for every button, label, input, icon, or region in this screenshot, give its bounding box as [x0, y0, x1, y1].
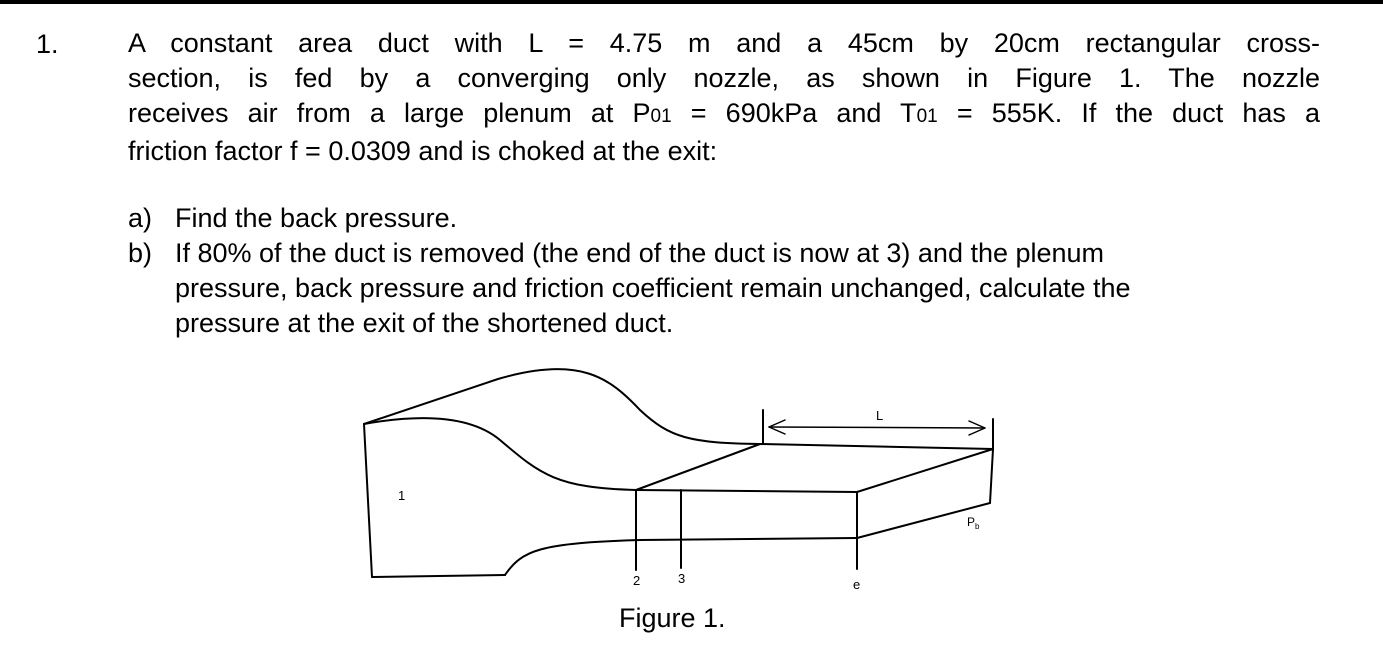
- nozzle-upper-curve: [363, 417, 637, 491]
- back-pressure-subscript: b: [975, 522, 980, 531]
- part-line: Find the back pressure.: [175, 203, 458, 233]
- subscript: 01: [916, 106, 938, 127]
- plenum-bottom-edge: [371, 574, 506, 578]
- part-label: b): [128, 238, 153, 268]
- question-line-1: A constant area duct with L = 4.75 m and…: [128, 28, 1320, 58]
- plenum-left-edge: [363, 423, 373, 578]
- back-pressure-label: Pb: [967, 515, 980, 531]
- station-3-label: 3: [678, 571, 685, 586]
- nozzle-lower-curve: [504, 539, 641, 576]
- station-e-label: e: [853, 577, 860, 592]
- duct-top-back-edge: [759, 443, 994, 450]
- duct-top-front-edge: [635, 489, 858, 493]
- part-text: Find the back pressure.: [175, 201, 457, 236]
- text-segment: = 555K. If the duct has a: [937, 98, 1320, 128]
- question-line-2: section, is fed by a converging only noz…: [128, 63, 1320, 93]
- question-parts: a) Find the back pressure. b) If 80% of …: [128, 201, 1131, 341]
- station-1-label: 1: [398, 488, 405, 503]
- length-label: L: [876, 408, 883, 423]
- part-line: pressure at the exit of the shortened du…: [175, 308, 674, 338]
- part-line: pressure, back pressure and friction coe…: [175, 273, 1131, 303]
- plenum-top-edge: [363, 368, 761, 445]
- subscript: 01: [650, 106, 672, 127]
- duct-bottom-front-edge: [639, 537, 858, 541]
- duct-bottom-right-edge: [856, 502, 991, 539]
- part-a: a) Find the back pressure.: [128, 201, 1131, 236]
- question-text: A constant area duct with L = 4.75 m and…: [128, 26, 1320, 169]
- top-rule: [0, 0, 1383, 4]
- station-2-label: 2: [633, 573, 640, 588]
- length-arrow-head-left: [768, 419, 786, 435]
- question-line-3: receives air from a large plenum at P01 …: [128, 96, 1320, 134]
- back-pressure-symbol: P: [967, 515, 975, 529]
- question-number: 1.: [36, 29, 59, 59]
- duct-top-diagonal: [635, 443, 761, 491]
- part-text: If 80% of the duct is removed (the end o…: [175, 236, 1131, 341]
- duct-back-right-edge: [989, 448, 994, 504]
- figure-caption: Figure 1.: [619, 603, 726, 633]
- text-segment: = 690kPa and T: [671, 98, 917, 128]
- part-label: a): [128, 203, 153, 233]
- question-line-4: friction factor f = 0.0309 and is choked…: [128, 136, 718, 166]
- duct-top-right-edge: [856, 448, 994, 493]
- part-b: b) If 80% of the duct is removed (the en…: [128, 236, 1131, 341]
- part-line: If 80% of the duct is removed (the end o…: [175, 238, 1105, 268]
- length-arrow-line: [768, 426, 986, 429]
- text-segment: receives air from a large plenum at P: [128, 98, 651, 128]
- length-arrow-head-right: [968, 420, 986, 436]
